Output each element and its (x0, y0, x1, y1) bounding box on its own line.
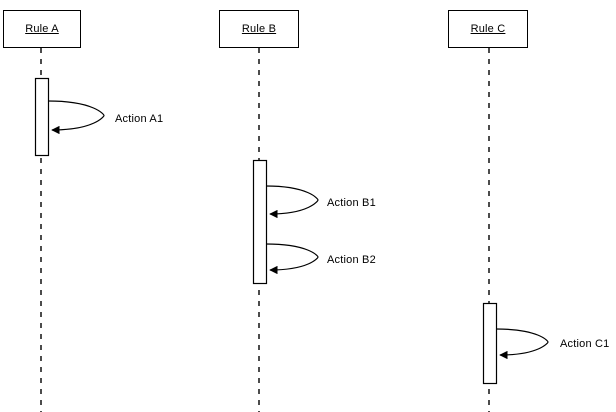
activation-bar-rule-a[interactable] (34, 77, 50, 157)
activation-bar-rule-b[interactable] (252, 159, 268, 285)
message-label-action-b2: Action B2 (327, 254, 376, 266)
lifeline-head-label-rule-b: Rule B (241, 23, 277, 35)
message-label-action-c1: Action C1 (560, 338, 610, 350)
self-message-arrow-action-a1[interactable] (47, 100, 105, 135)
lifeline-head-rule-b[interactable]: Rule B (219, 10, 299, 48)
lifeline-head-label-rule-a: Rule A (25, 23, 59, 35)
activation-bar-rule-c[interactable] (482, 302, 498, 385)
lifeline-head-label-rule-c: Rule C (470, 23, 506, 35)
message-label-action-b1: Action B1 (327, 197, 376, 209)
lifeline-head-rule-a[interactable]: Rule A (3, 10, 81, 48)
self-message-arrow-action-b1[interactable] (265, 185, 319, 219)
self-message-arrow-action-b2[interactable] (265, 243, 319, 275)
message-arrow-layer (47, 100, 549, 360)
message-label-action-a1: Action A1 (115, 113, 164, 125)
activation-bar-layer (34, 77, 498, 385)
lifeline-head-rule-c[interactable]: Rule C (448, 10, 528, 48)
self-message-arrow-action-c1[interactable] (495, 328, 549, 360)
